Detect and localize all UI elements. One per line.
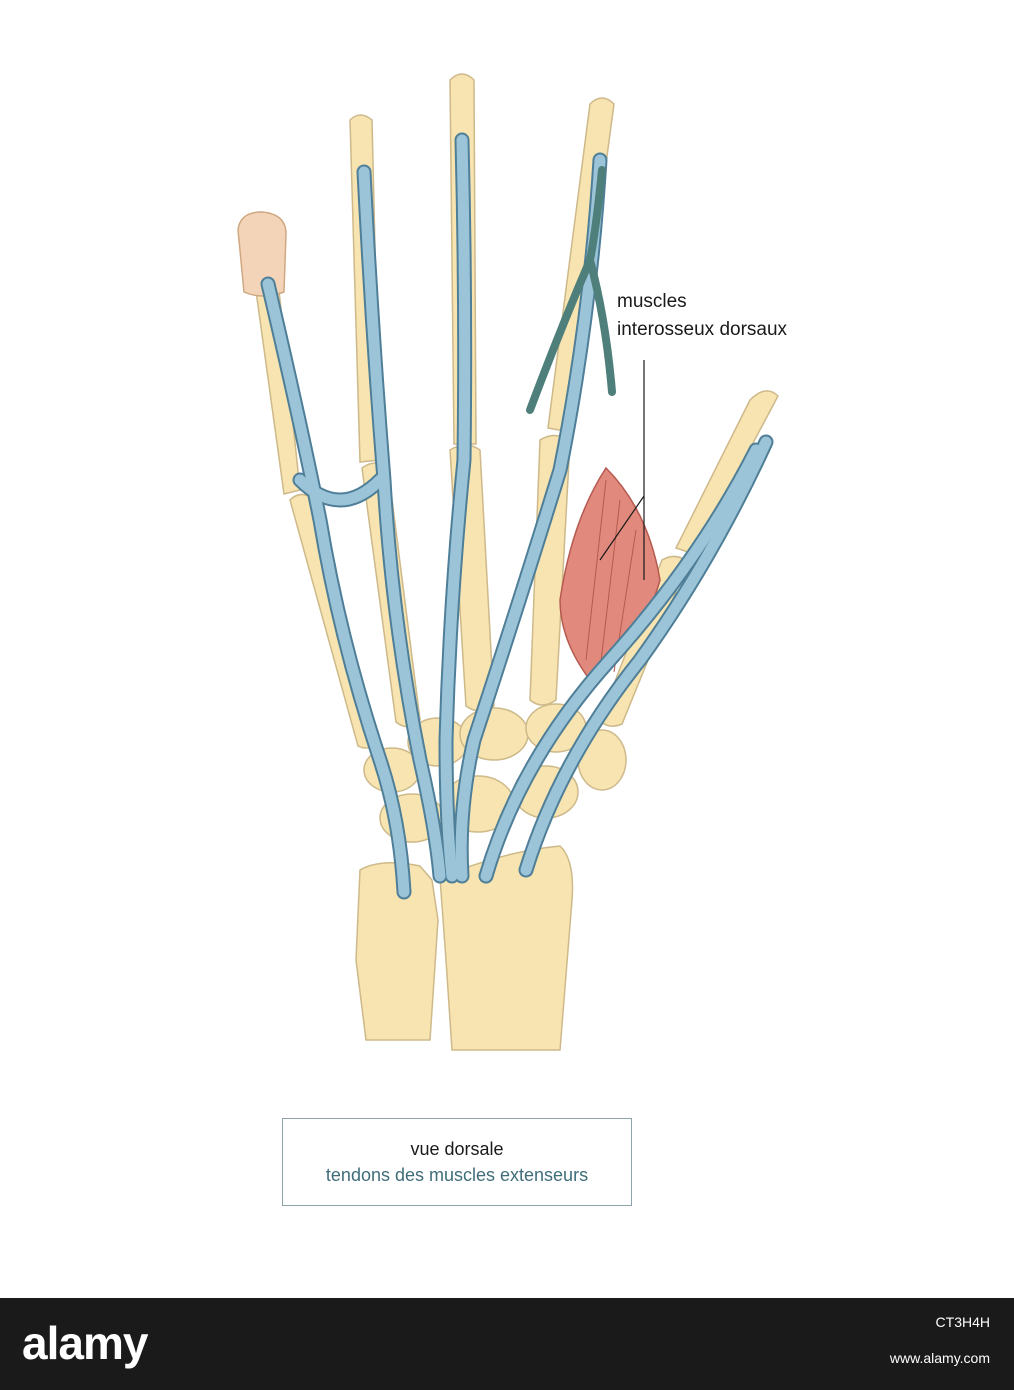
ulna: [355, 862, 439, 1041]
footer-image-id: CT3H4H: [935, 1314, 990, 1330]
caption-title: vue dorsale: [410, 1139, 504, 1159]
callout-line-2: interosseux dorsaux: [617, 319, 788, 340]
fingernail: [237, 211, 287, 297]
tendon-index-split: [526, 166, 616, 414]
callout-line-1: muscles: [617, 291, 687, 312]
footer-bar: alamy CT3H4H www.alamy.com: [0, 1298, 1014, 1390]
caption-box: vue dorsale tendons des muscles extenseu…: [282, 1118, 632, 1206]
footer-url: www.alamy.com: [889, 1350, 990, 1366]
callout-leader: [599, 360, 645, 580]
hand-illustration: [237, 73, 779, 1051]
caption-subtitle: tendons des muscles extenseurs: [325, 1165, 589, 1185]
footer-logo: alamy: [22, 1317, 148, 1369]
radius: [439, 845, 574, 1051]
forearm-bones: [355, 845, 574, 1051]
metacarpal-2: [529, 434, 571, 706]
callout-label: muscles interosseux dorsaux: [617, 288, 787, 344]
extensor-tendons: [260, 132, 774, 900]
